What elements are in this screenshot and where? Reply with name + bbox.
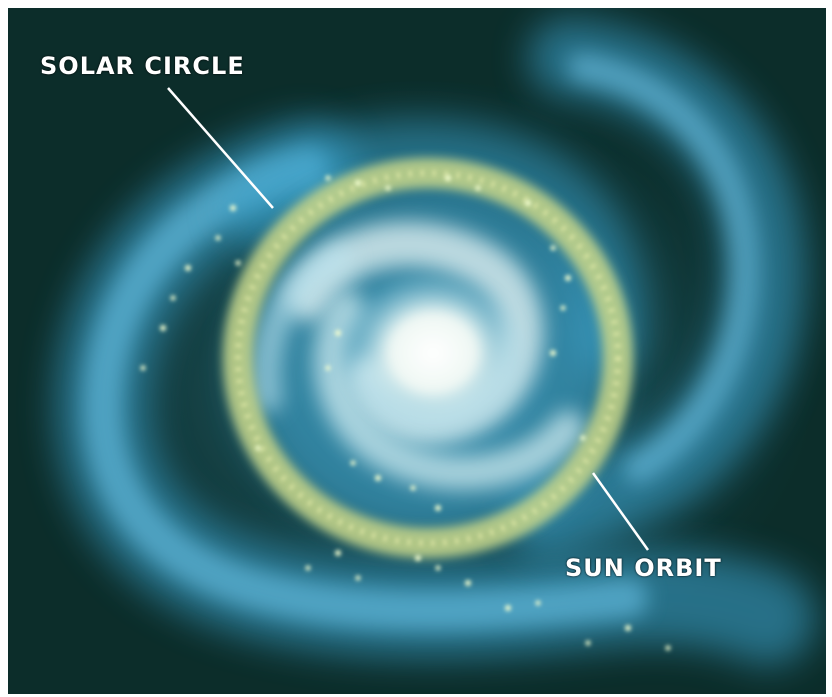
galactic-core bbox=[338, 268, 528, 438]
spiral-arms bbox=[55, 18, 816, 666]
solar-circle-label: SOLAR CIRCLE bbox=[40, 52, 245, 80]
solar-circle-ring-highlight bbox=[235, 170, 621, 546]
sun-orbit-label: SUN ORBIT bbox=[565, 554, 722, 582]
sun-orbit-pointer bbox=[591, 472, 650, 551]
left-arm-inner bbox=[82, 148, 648, 631]
star-field bbox=[140, 175, 671, 651]
right-arm-inner bbox=[568, 53, 760, 483]
galaxy-diagram: SOLAR CIRCLE SUN ORBIT bbox=[8, 8, 826, 694]
galaxy-illustration bbox=[38, 18, 818, 678]
solar-circle-pointer bbox=[167, 87, 274, 209]
